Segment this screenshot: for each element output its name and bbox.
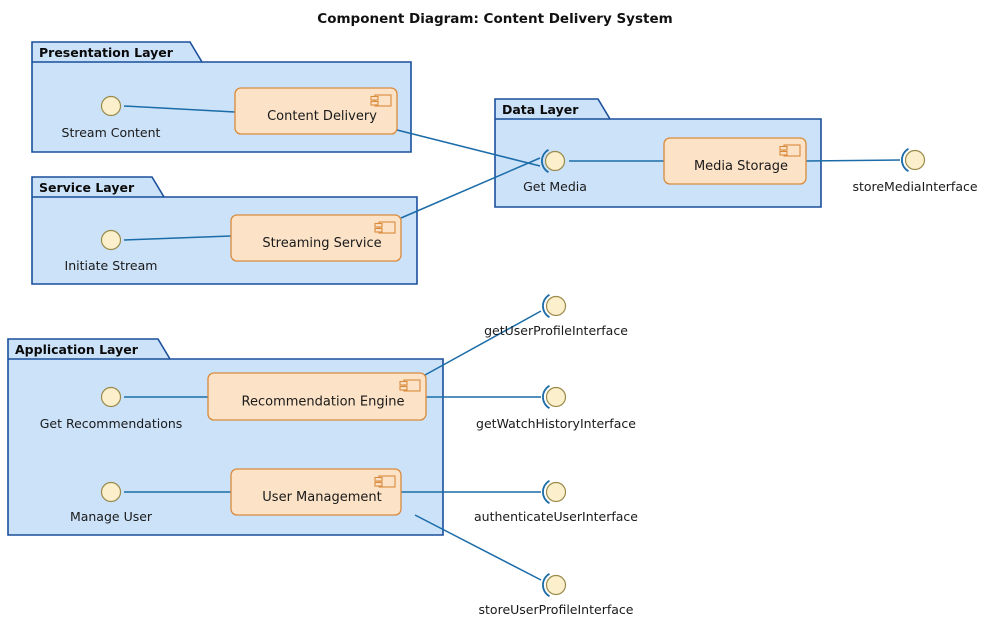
component-label: Streaming Service	[262, 236, 381, 251]
interface-get-recommendations[interactable]: Get Recommendations	[40, 386, 183, 432]
component-icon	[399, 379, 421, 392]
component-icon	[779, 144, 801, 157]
interface-ball-icon	[544, 150, 566, 172]
interface-ball-icon	[100, 386, 122, 408]
interface-socket-icon	[542, 479, 550, 505]
interface-stream-content[interactable]: Stream Content	[62, 95, 161, 141]
connector-media-storage-to-store-media	[805, 159, 901, 162]
connector-initiate-stream-to-streaming-service	[123, 235, 232, 241]
interface-label: Get Recommendations	[40, 416, 183, 431]
interface-authenticate-user-interface[interactable]: authenticateUserInterface	[474, 479, 638, 524]
interface-get-watch-history-interface[interactable]: getWatchHistoryInterface	[476, 384, 636, 431]
component-label: Media Storage	[694, 159, 788, 174]
interface-label: authenticateUserInterface	[474, 509, 638, 524]
component-icon	[374, 475, 396, 488]
component-label: Content Delivery	[267, 109, 377, 124]
component-content-delivery[interactable]: Content Delivery	[234, 87, 398, 135]
connector-engine-to-get-user-profile	[424, 310, 542, 376]
component-media-storage[interactable]: Media Storage	[663, 137, 807, 185]
interface-ball-icon	[545, 574, 567, 596]
component-user-management[interactable]: User Management	[230, 468, 402, 516]
package-title: Presentation Layer	[39, 45, 174, 60]
interface-store-user-profile-interface[interactable]: storeUserProfileInterface	[479, 572, 634, 617]
connector-stream-content-to-content-delivery	[123, 105, 236, 113]
package-title: Data Layer	[502, 102, 579, 117]
interface-label: Manage User	[70, 509, 153, 524]
interface-label: storeUserProfileInterface	[479, 602, 634, 617]
interface-get-user-profile-interface[interactable]: getUserProfileInterface	[484, 293, 628, 338]
interface-ball-icon	[100, 481, 122, 503]
component-recommendation-engine[interactable]: Recommendation Engine	[207, 372, 427, 421]
package-title: Service Layer	[39, 180, 135, 195]
interface-label: getUserProfileInterface	[484, 323, 628, 338]
interface-get-media[interactable]: Get Media	[523, 148, 587, 194]
connector-user-management-to-store-user-profile	[414, 514, 542, 581]
interface-ball-icon	[100, 95, 122, 117]
interface-store-media-interface[interactable]: storeMediaInterface	[852, 147, 978, 194]
interface-ball-icon	[904, 149, 926, 171]
interface-socket-icon	[542, 572, 550, 598]
interface-manage-user[interactable]: Manage User	[70, 481, 153, 525]
connector-streaming-service-to-get-media	[400, 157, 541, 219]
component-streaming-service[interactable]: Streaming Service	[230, 214, 402, 262]
interface-socket-icon	[901, 147, 909, 173]
component-box	[230, 214, 402, 262]
component-box	[234, 87, 398, 135]
component-box	[230, 468, 402, 516]
component-icon	[374, 221, 396, 234]
connector-layer	[123, 105, 901, 581]
page-title: Component Diagram: Content Delivery Syst…	[317, 11, 672, 27]
package-title: Application Layer	[15, 342, 139, 357]
component-box	[207, 372, 427, 421]
interface-socket-icon	[542, 293, 550, 319]
component-label: Recommendation Engine	[242, 395, 405, 410]
interface-ball-icon	[545, 295, 567, 317]
interface-socket-icon	[541, 148, 549, 174]
interface-ball-icon	[545, 481, 567, 503]
component-box	[663, 137, 807, 185]
component-label: User Management	[262, 490, 381, 505]
interface-ball-icon	[545, 386, 567, 408]
component-icon	[370, 94, 392, 107]
interface-socket-icon	[542, 384, 550, 410]
interface-label: getWatchHistoryInterface	[476, 416, 636, 431]
interface-label: Stream Content	[62, 125, 161, 140]
interface-label: storeMediaInterface	[852, 179, 977, 194]
interface-initiate-stream[interactable]: Initiate Stream	[65, 229, 158, 274]
connector-content-delivery-to-get-media	[396, 129, 541, 167]
interface-label: Get Media	[523, 179, 587, 194]
interface-label: Initiate Stream	[65, 258, 158, 273]
interface-ball-icon	[100, 229, 122, 251]
